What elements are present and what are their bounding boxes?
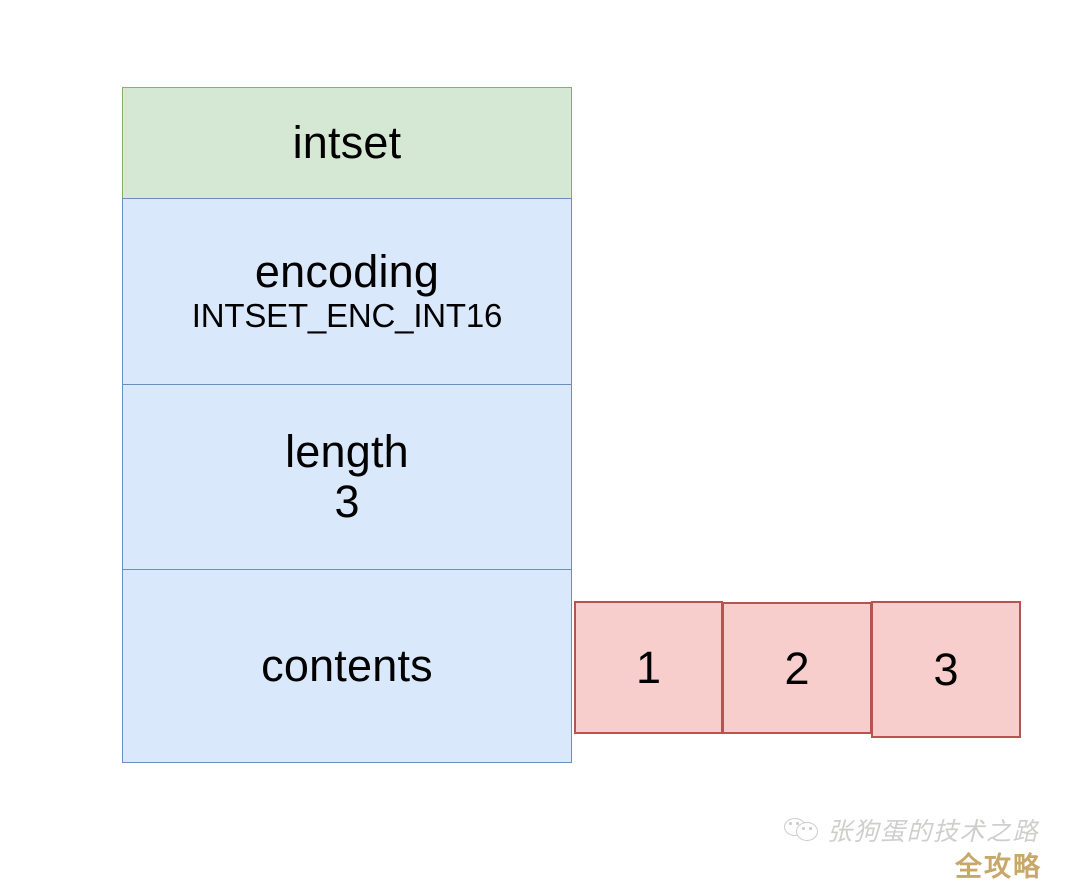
brand-watermark: 全攻略 bbox=[955, 852, 1042, 882]
wechat-icon bbox=[784, 816, 818, 844]
field-label-length: length bbox=[285, 425, 409, 477]
contents-cell-2: 3 bbox=[871, 601, 1021, 738]
struct-row-encoding: encoding INTSET_ENC_INT16 bbox=[122, 198, 572, 385]
field-value-length: 3 bbox=[334, 476, 360, 527]
field-value-encoding: INTSET_ENC_INT16 bbox=[191, 297, 503, 335]
struct-row-length: length 3 bbox=[122, 384, 572, 570]
intset-struct-box: intset encoding INTSET_ENC_INT16 length … bbox=[122, 87, 572, 763]
field-label-encoding: encoding bbox=[254, 245, 440, 297]
struct-header-label: intset bbox=[292, 116, 402, 168]
struct-header-row: intset bbox=[122, 87, 572, 199]
watermark: 张狗蛋的技术之路 bbox=[784, 812, 1039, 848]
contents-cell-0: 1 bbox=[574, 601, 723, 734]
contents-cell-1: 2 bbox=[722, 602, 872, 734]
struct-row-contents: contents bbox=[122, 569, 572, 763]
field-label-contents: contents bbox=[261, 639, 433, 691]
watermark-account-name: 张狗蛋的技术之路 bbox=[827, 819, 1040, 846]
